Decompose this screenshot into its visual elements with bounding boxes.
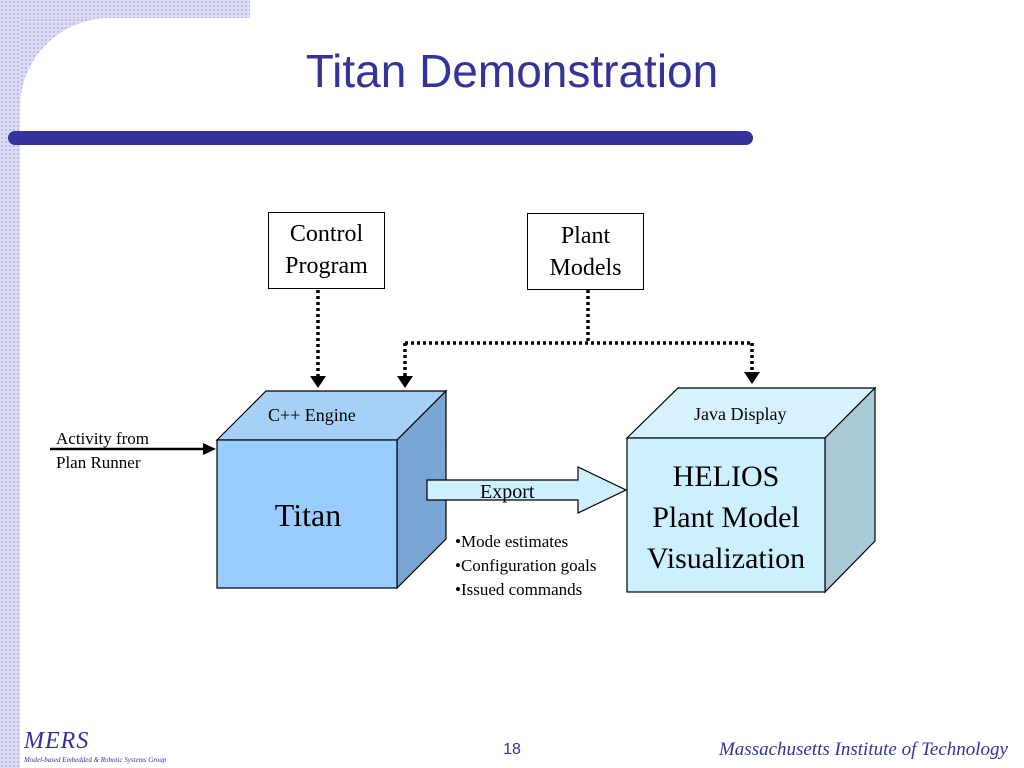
export-label: Export [480, 481, 535, 503]
plant-to-titan-arrowhead [397, 376, 413, 388]
helios-line3: Visualization [646, 542, 806, 575]
activity-line1: Activity from [56, 429, 150, 448]
title-underline-bar [8, 131, 753, 145]
helios-top-label: Java Display [694, 404, 787, 424]
titan-top-label: C++ Engine [268, 405, 356, 425]
activity-input-label: Activity from Plan Runner [56, 427, 149, 475]
control-program-box: Control Program [268, 212, 385, 289]
helios-line1: HELIOS [672, 460, 780, 493]
control-to-titan-arrowhead [310, 376, 326, 388]
export-item: •Configuration goals [455, 556, 597, 575]
activity-line2: Plan Runner [56, 453, 141, 472]
plant-models-line2: Models [549, 255, 622, 281]
export-block-arrow [426, 466, 628, 514]
mers-logo-subtitle: Model-based Embedded & Robotic Systems G… [24, 756, 167, 764]
helios-cube-front [626, 437, 826, 593]
plant-models-box: Plant Models [527, 213, 644, 290]
export-items-list: •Mode estimates •Configuration goals •Is… [455, 530, 596, 602]
helios-line2: Plant Model [652, 501, 800, 534]
left-decorative-strip [0, 0, 20, 768]
control-program-line2: Program [285, 253, 368, 279]
titan-cube-front [216, 439, 398, 589]
slide-title: Titan Demonstration [305, 45, 719, 97]
control-program-line1: Control [289, 221, 364, 247]
titan-front-label: Titan [274, 497, 342, 533]
page-number: 18 [503, 741, 521, 758]
plant-to-helios-arrowhead [744, 372, 760, 384]
plant-models-line1: Plant [560, 223, 611, 249]
export-item: •Issued commands [455, 580, 583, 599]
activity-input-arrowhead [203, 443, 216, 455]
mers-logo: MERS [24, 728, 90, 754]
helios-front-label: HELIOS Plant Model Visualization [628, 456, 824, 579]
footer-institution: Massachusetts Institute of Technology [718, 739, 1008, 760]
export-item: •Mode estimates [455, 532, 569, 551]
top-decorative-band [0, 0, 250, 18]
